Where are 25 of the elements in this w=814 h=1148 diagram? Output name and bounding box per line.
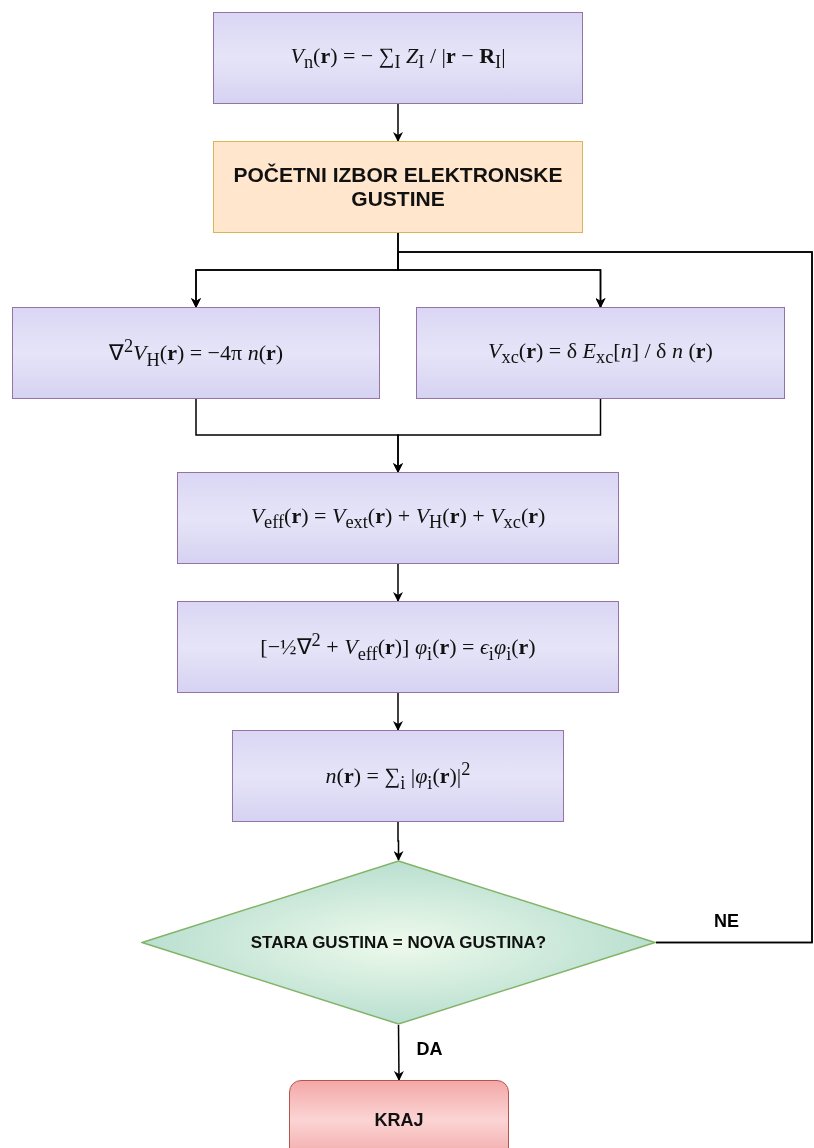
formula-box bbox=[177, 472, 619, 564]
arrow bbox=[393, 103, 403, 142]
arrow bbox=[393, 692, 403, 731]
arrow bbox=[393, 821, 404, 861]
node-label: POČETNI IZBOR ELEKTRONSKE GUSTINE bbox=[232, 163, 564, 211]
arrow bbox=[393, 563, 403, 602]
formula: V$_{eff}$(r) = V$_{ext}$(r) + V$_{H}$(r) + V$_{xc}$(r) bbox=[250, 502, 546, 534]
process-box bbox=[213, 141, 583, 233]
formula-box bbox=[416, 307, 785, 399]
formula: n(r) = ∑$_{i}$ |φ$_{i}$(r)|$^{2}$ bbox=[325, 758, 471, 794]
end-box bbox=[289, 1080, 509, 1148]
node-label: KRAJ bbox=[374, 1109, 424, 1131]
arrow bbox=[393, 398, 602, 473]
formula-box bbox=[232, 730, 564, 822]
formula: V$_{n}$(r) = − ∑$_{I}$ Z$_{I}$ / |r − R$_{I}$| bbox=[290, 42, 506, 74]
arrow bbox=[393, 1024, 404, 1081]
node-label: STARA GUSTINA = NOVA GUSTINA? bbox=[250, 932, 547, 953]
formula: ∇$^{2}$V$_{H}$(r) = −4π n(r) bbox=[108, 335, 284, 371]
decision-diamond bbox=[141, 860, 656, 1025]
formula: [−½∇$^{2}$ + V$_{eff}$(r)] φ$_{i}$(r) = ϵ$_{i}$φ$_{i}$(r) bbox=[260, 629, 536, 665]
formula-box bbox=[213, 12, 583, 104]
formula-box bbox=[12, 307, 380, 399]
arrow bbox=[397, 251, 813, 944]
formula-box bbox=[177, 601, 619, 693]
formula: V$_{xc}$(r) = δ E$_{xc}$[n] / δ n (r) bbox=[488, 337, 713, 369]
